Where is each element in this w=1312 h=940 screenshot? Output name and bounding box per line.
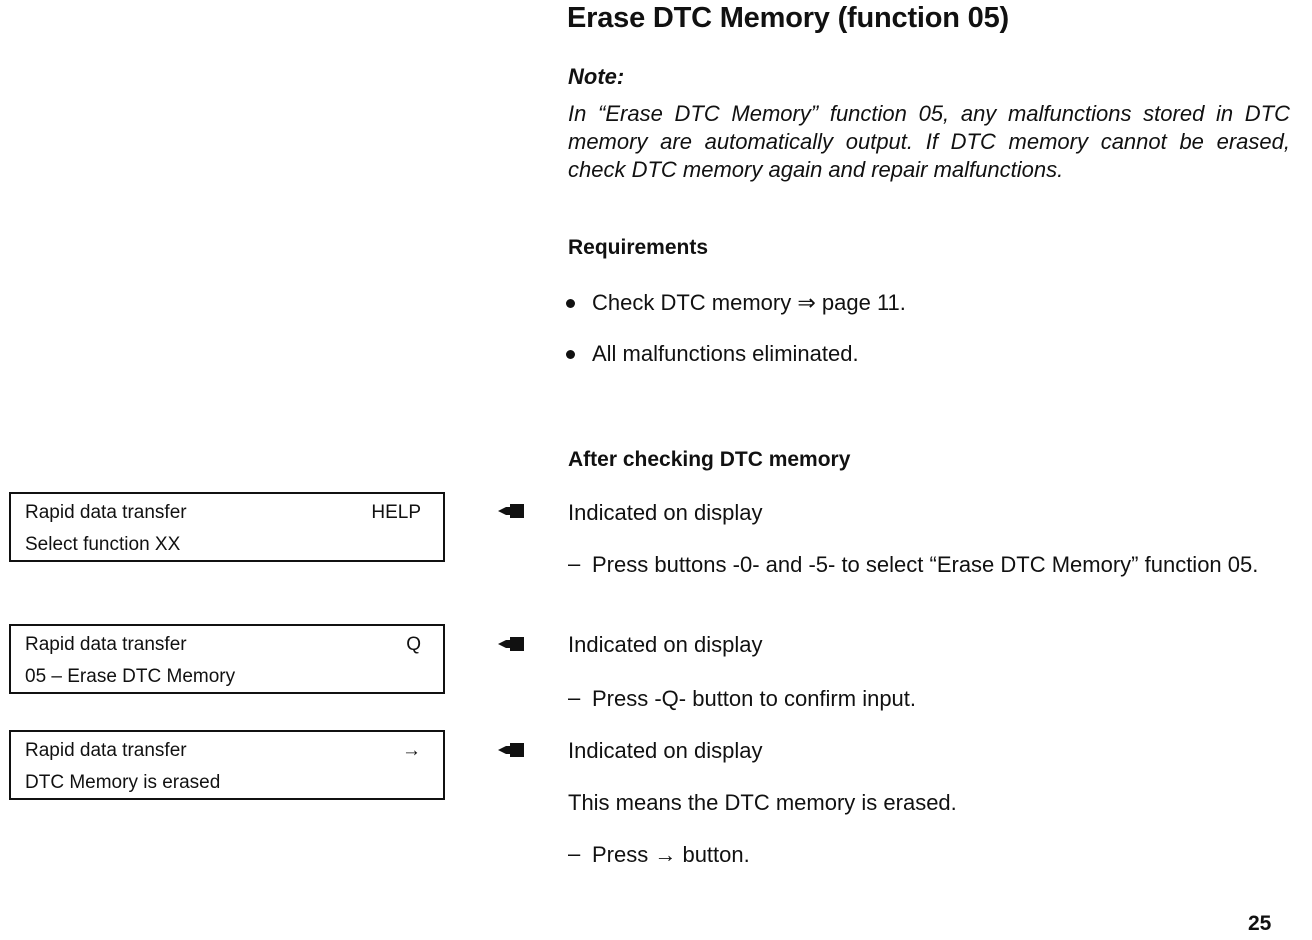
display-panel-erased: Rapid data transfer → DTC Memory is eras… (9, 730, 445, 800)
requirement-text: All malfunctions eliminated. (592, 341, 859, 366)
indicated-on-display: Indicated on display (568, 738, 763, 763)
page-number: 25 (1248, 912, 1272, 935)
step-select-function: – Press buttons -0- and -5- to select “E… (568, 551, 1290, 579)
procedure-heading: After checking DTC memory (568, 448, 851, 471)
step-text: Press -Q- button to confirm input. (592, 686, 917, 711)
display-line-2: 05 – Erase DTC Memory (25, 666, 236, 687)
display-line-1: Rapid data transfer (25, 502, 187, 523)
bullet-icon (566, 349, 575, 359)
pointing-hand-icon (498, 504, 524, 518)
note-text: In “Erase DTC Memory” function 05, any m… (568, 101, 1290, 182)
requirement-text: Check DTC memory ⇒ page 11. (592, 290, 906, 315)
step-dash: – (568, 685, 581, 710)
display-line-1: Rapid data transfer (25, 634, 187, 655)
indicated-on-display: Indicated on display (568, 500, 763, 525)
bullet-icon (566, 298, 575, 308)
requirements-heading: Requirements (568, 236, 709, 259)
step-text: Press buttons -0- and -5- to select “Era… (592, 552, 1259, 577)
requirement-item: All malfunctions eliminated. (566, 341, 859, 367)
requirement-item: Check DTC memory ⇒ page 11. (566, 290, 906, 316)
step-text: Press → button. (592, 842, 750, 867)
note-label: Note: (568, 64, 625, 89)
display-line-2: Select function XX (25, 534, 181, 555)
display-line-1: Rapid data transfer (25, 740, 187, 761)
display-line-2: DTC Memory is erased (25, 772, 221, 793)
step-confirm-input: – Press -Q- button to confirm input. (568, 685, 1290, 713)
display-key: HELP (371, 502, 421, 523)
step-dash: – (568, 841, 581, 866)
display-key: Q (406, 634, 421, 655)
page-title: Erase DTC Memory (function 05) (567, 2, 1009, 34)
display-key: → (402, 740, 421, 761)
display-panel-help: Rapid data transfer HELP Select function… (9, 492, 445, 562)
indicated-on-display: Indicated on display (568, 632, 763, 657)
result-text: This means the DTC memory is erased. (568, 790, 957, 815)
pointing-hand-icon (498, 637, 524, 651)
step-press-arrow: – Press → button. (568, 841, 1290, 869)
display-panel-confirm: Rapid data transfer Q 05 – Erase DTC Mem… (9, 624, 445, 694)
pointing-hand-icon (498, 743, 524, 757)
step-dash: – (568, 551, 581, 576)
